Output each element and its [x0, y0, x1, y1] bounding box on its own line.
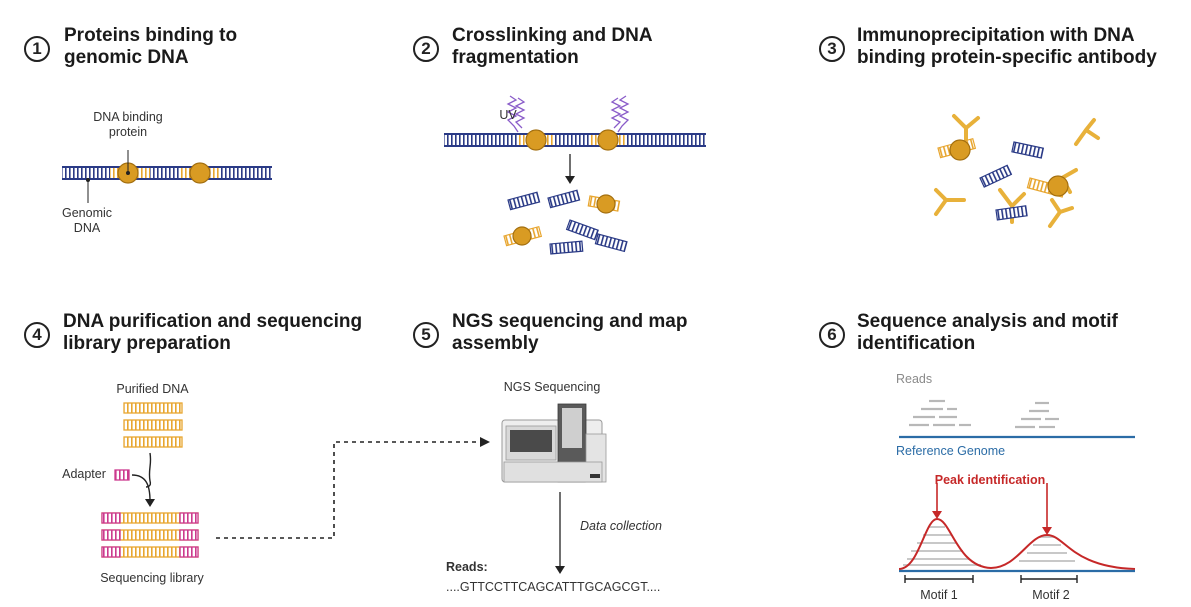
step-3-title-line1: Immunoprecipitation with DNA: [857, 25, 1135, 46]
ngs-sequencing-label: NGS Sequencing: [503, 380, 601, 394]
reads-label: Reads: [896, 372, 933, 386]
step-1-title: Proteins binding to genomic DNA: [64, 25, 237, 69]
reads-pileup: [909, 399, 1059, 429]
adapter-icon: [114, 469, 130, 481]
step-2-title-line1: Crosslinking and DNA: [452, 25, 653, 46]
dna-binding-protein-label-line2: protein: [108, 125, 148, 139]
protein-circle: [512, 226, 532, 246]
genomic-dna-strand: [62, 166, 272, 180]
step-2-number: 2: [413, 36, 439, 62]
step-6-title-line2: identification: [857, 333, 976, 354]
step-4-title-line2: library preparation: [63, 333, 231, 354]
step-2-title: Crosslinking and DNA fragmentation: [452, 25, 653, 69]
step-6-title-line1: Sequence analysis and motif: [857, 311, 1118, 332]
uv-label: UV: [499, 108, 517, 122]
protein-circle: [525, 129, 547, 151]
step-4-number: 4: [24, 322, 50, 348]
ngs-sequencer-icon: [501, 403, 607, 483]
step-1-illustration: [62, 150, 272, 203]
motif-brackets: [904, 575, 1078, 583]
adapter-label: Adapter: [62, 467, 106, 481]
step-5-number: 5: [413, 322, 439, 348]
step-5-title-line1: NGS sequencing and map: [452, 311, 688, 332]
dna-binding-protein-label-line1: DNA binding: [93, 110, 163, 124]
step-4-illustration: [101, 402, 199, 558]
step-1-number: 1: [24, 36, 50, 62]
step-3-number: 3: [819, 36, 845, 62]
genomic-dna-label-line1: Genomic: [61, 206, 113, 220]
step-1-title-line1: Proteins binding to: [64, 25, 238, 46]
protein-circle: [189, 162, 211, 184]
motif-2-label: Motif 2: [1032, 588, 1070, 602]
step-4-title: DNA purification and sequencing library …: [63, 311, 362, 355]
protein-circle: [597, 129, 619, 151]
step-3-title-line2: binding protein-specific antibody: [857, 47, 1157, 68]
protein-circle: [949, 139, 971, 161]
step-4-title-line1: DNA purification and sequencing: [63, 311, 363, 332]
dashed-connector: [216, 437, 490, 539]
sequencing-library-label: Sequencing library: [100, 571, 204, 585]
genomic-dna-label-line2: DNA: [73, 221, 101, 235]
peak-reads-pileup: [903, 526, 1075, 566]
step-3-title: Immunoprecipitation with DNA binding pro…: [857, 25, 1157, 69]
protein-circle: [1047, 175, 1069, 197]
reference-genome-label: Reference Genome: [896, 444, 1006, 458]
data-collection-arrow: [555, 492, 565, 574]
step-6-title: Sequence analysis and motif identificati…: [857, 311, 1118, 355]
uv-wave-right: [617, 95, 630, 133]
sequencing-library-stack: [101, 512, 199, 558]
reads-heading-label: Reads:: [446, 560, 488, 574]
crosslinked-dna-strand: [444, 133, 706, 147]
step-2-title-line2: fragmentation: [452, 47, 579, 68]
purified-dna-label: Purified DNA: [116, 382, 189, 396]
peak-curve: [898, 517, 1136, 570]
peak-identification-label: Peak identification: [934, 473, 1046, 487]
motif-1-label: Motif 1: [920, 588, 958, 602]
protein-circle: [596, 194, 616, 214]
dna-binding-protein-label: DNA binding protein: [78, 110, 178, 140]
data-collection-label: Data collection: [580, 519, 662, 533]
genomic-dna-label: Genomic DNA: [52, 206, 122, 236]
step-1-title-line2: genomic DNA: [64, 47, 189, 68]
step-3-illustration: [934, 114, 1100, 228]
step-6-illustration: [898, 399, 1136, 583]
read-sequence-label: ....GTTCCTTCAGCATTTGCAGCGT....: [446, 580, 661, 594]
step-6-number: 6: [819, 322, 845, 348]
step-5-title-line2: assembly: [452, 333, 539, 354]
purified-dna-stack: [123, 402, 183, 448]
ligation-arrow: [145, 452, 152, 488]
step-5-title: NGS sequencing and map assembly: [452, 311, 687, 355]
uv-wave-left: [506, 95, 519, 133]
step-2-illustration: [444, 95, 706, 255]
